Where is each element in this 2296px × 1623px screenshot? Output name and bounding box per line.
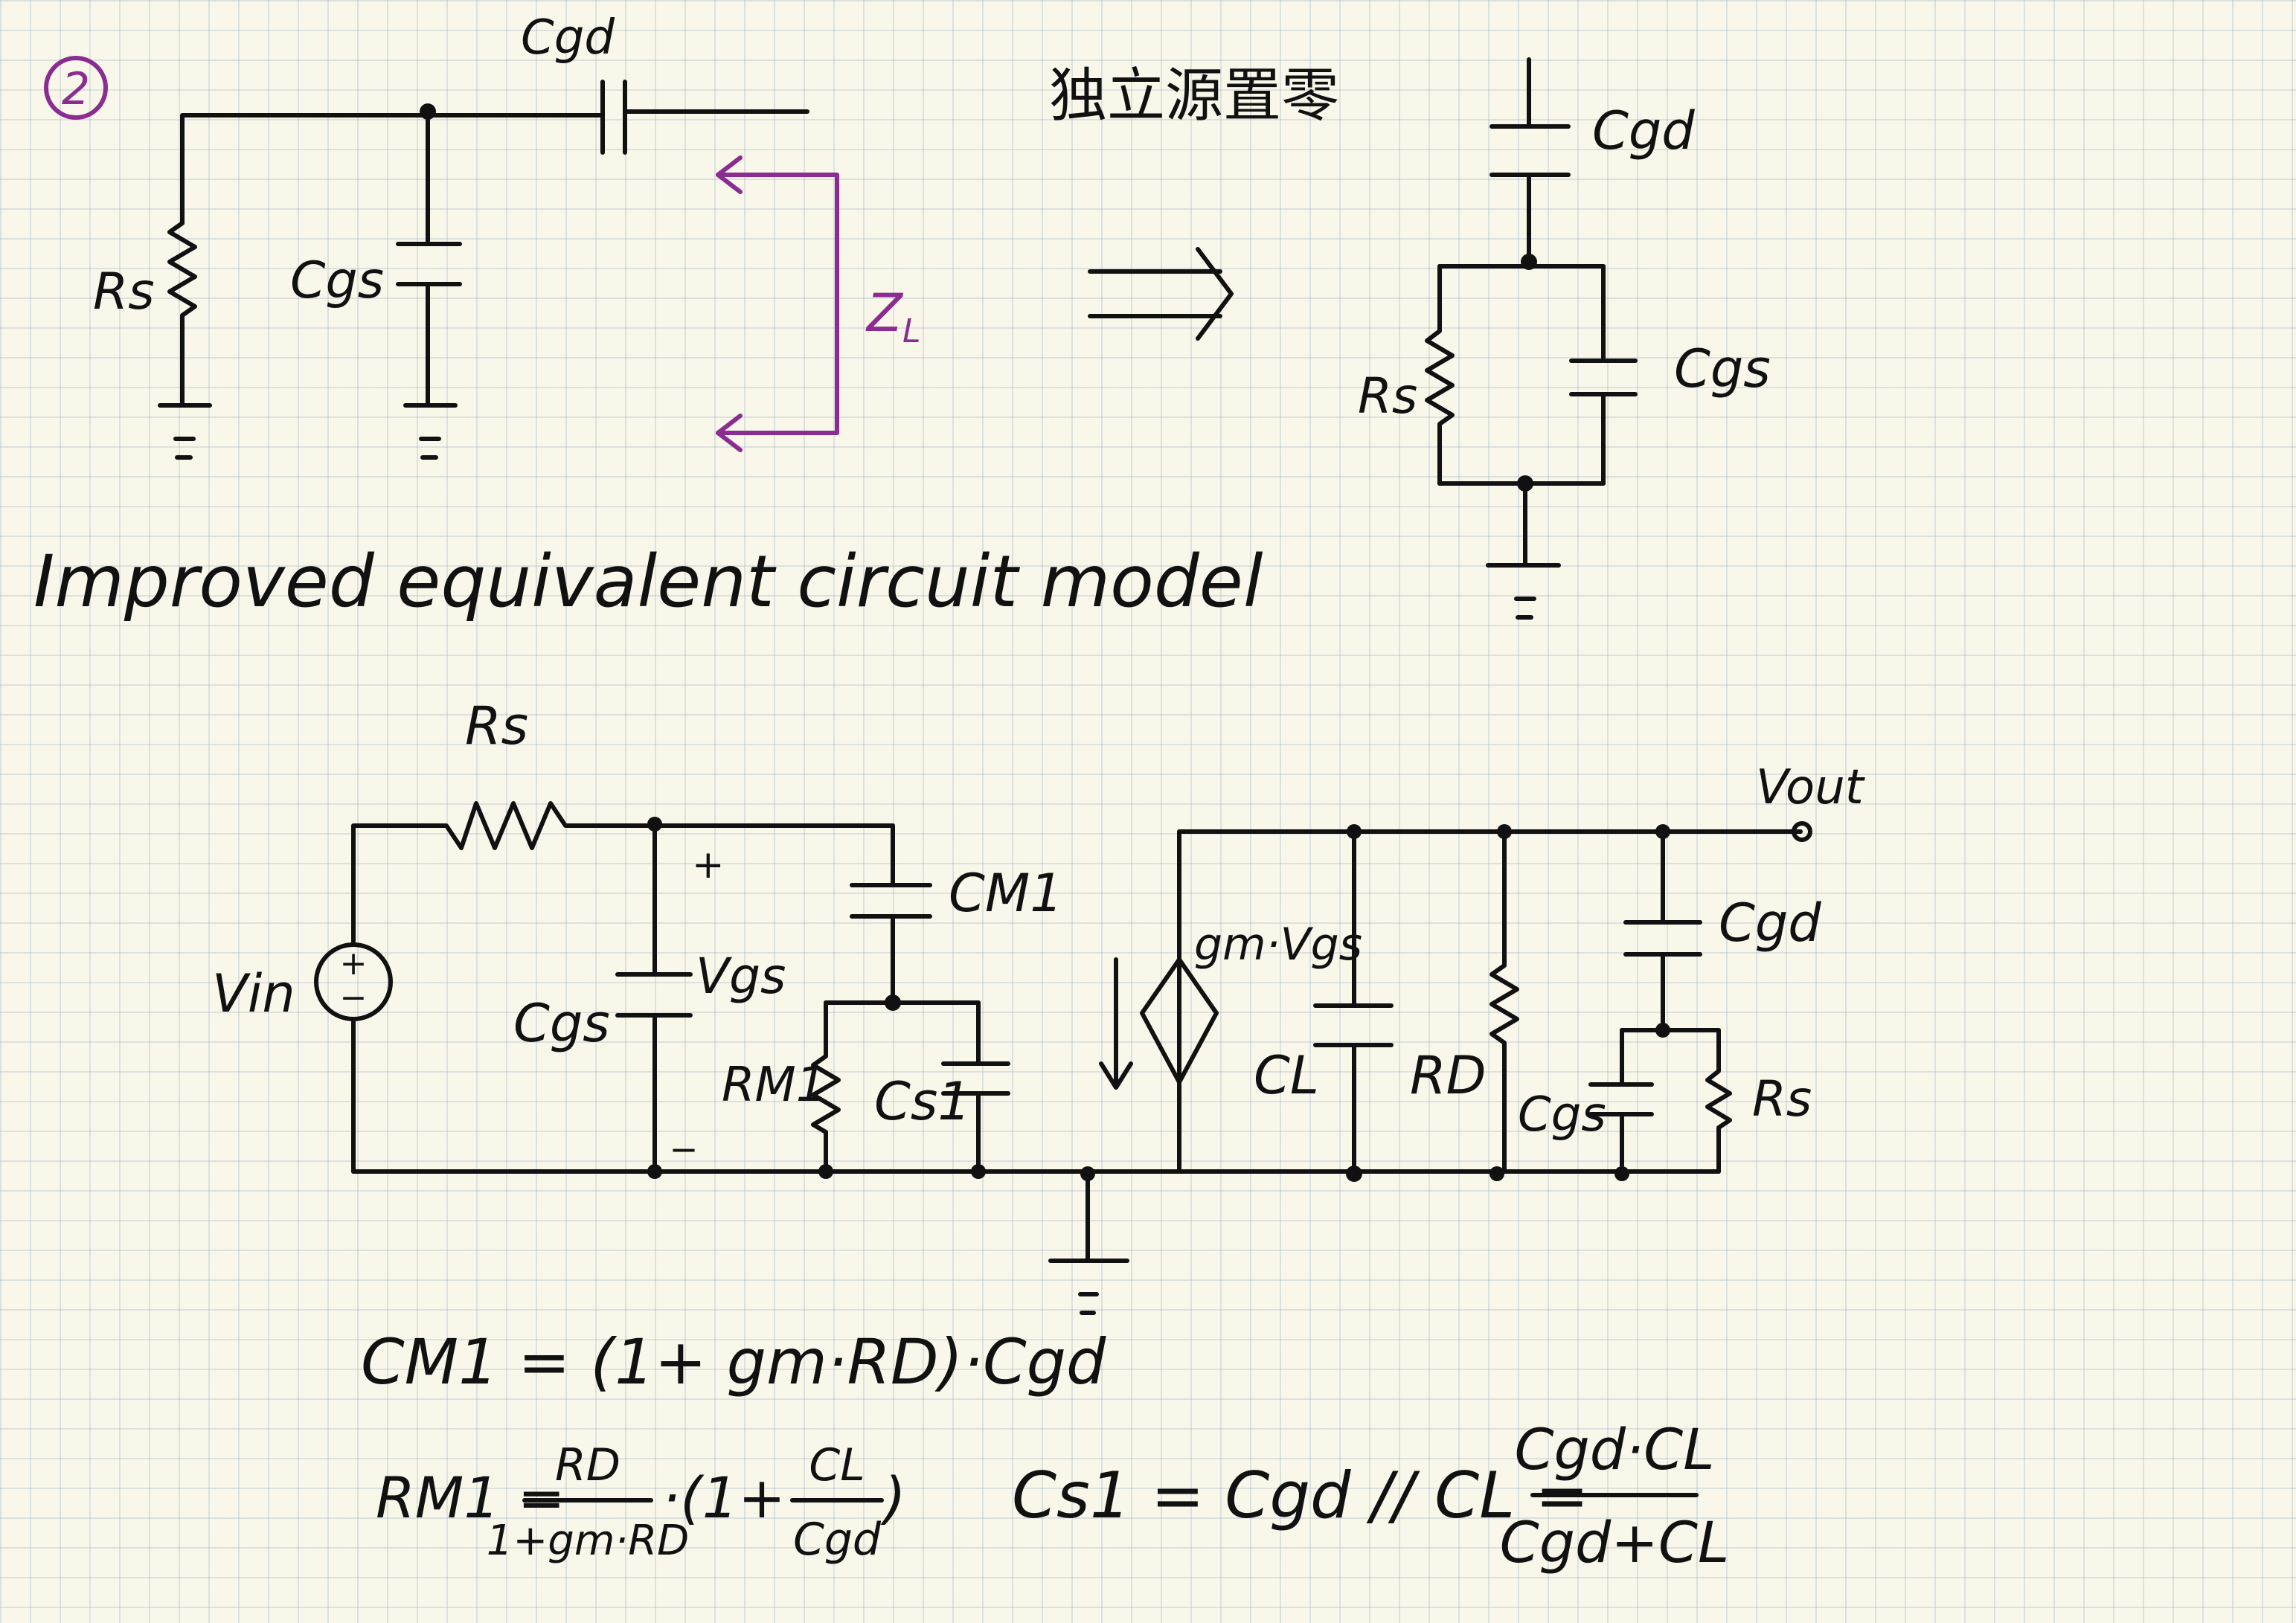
zero-independent-source-note: 独立源置零 [1049,62,1339,129]
source-minus: − [340,979,368,1017]
step-marker: 2 [44,56,108,120]
junction-dot [420,103,436,120]
top-left-wire [180,113,605,225]
equation-rm1-tail-open: ·(1+ [662,1465,786,1531]
equation-rm1-denominator: 1+gm·RD [487,1517,689,1565]
junction-dot [1346,1166,1362,1182]
impedance-bracket [716,173,839,435]
impedance-label: ZL [865,283,920,350]
cgd-capacitor [600,80,809,155]
rs-label: Rs [1358,367,1417,425]
rs-resistor [351,801,657,947]
ground-symbol [1486,481,1561,620]
equation-cs1-lhs: Cs1 = Cgd // CL = [1012,1459,1589,1533]
top-right-circuit: Cgd Rs Cgs [1358,57,1771,620]
arrow-head [716,414,743,452]
main-equivalent-circuit: Rs + − Vin Cgs Vgs + _ CM1 RM1 Cs1 [212,695,1866,1315]
cgs-capacitor [615,823,693,1174]
vgs-plus: + [692,843,725,887]
cgd-output-capacitor [1623,829,1702,1032]
equation-rm1-tail-close: ) [880,1465,906,1531]
vgs-label: Vgs [696,948,786,1005]
equation-cs1-denominator: Cgd+CL [1500,1509,1730,1575]
output-node-wire [1177,829,1803,1174]
rs-resistor [167,221,197,408]
cgs-label: Cgs [1674,338,1771,399]
cm1-capacitor [850,823,932,1005]
cgd-label: Cgd [1592,100,1695,161]
ground-symbol [403,403,458,460]
rm1-resistor [811,1000,841,1174]
equation-cs1-numerator: Cgd·CL [1514,1416,1714,1482]
junction-dot [647,1164,662,1179]
cs1-capacitor [941,1000,1010,1174]
dependent-current-source [1140,957,1219,1084]
vgs-minus: _ [673,1104,695,1152]
rs-label: Rs [465,695,528,756]
vout-terminal [1792,821,1812,842]
cgs-output-capacitor [1588,1028,1654,1174]
gm-vgs-label: gm·Vgs [1194,919,1362,971]
implies-arrow [1088,247,1234,341]
rm1-label: RM1 [722,1058,826,1113]
arrow-head [716,155,743,194]
junction-dot [1614,1166,1629,1181]
rs-output-resistor [1705,1028,1732,1174]
ground-symbol [1048,1172,1129,1315]
vout-label: Vout [1756,760,1866,815]
equation-rm1-fraction-denominator: Cgd [793,1514,882,1566]
cl-capacitor [1313,829,1394,1174]
current-direction-arrow [1099,957,1133,1090]
junction-dot [971,1164,986,1179]
cgs-label: Cgs [513,993,610,1054]
equation-rm1-fraction-numerator: CL [809,1439,865,1491]
cgd-capacitor [1489,57,1571,264]
source-plus: + [340,945,368,983]
ground-symbol [158,403,212,460]
rs-resistor [1425,264,1455,486]
top-left-circuit: Cgd Rs Cgs ZL [93,10,920,460]
rd-label: RD [1410,1045,1487,1106]
cgs-output-label: Cgs [1518,1087,1606,1142]
section-title: Improved equivalent circuit model [33,540,1263,623]
junction-dot [818,1164,833,1179]
cgd-output-label: Cgd [1719,893,1821,954]
equations: CM1 = (1+ gm·RD)·Cgd RM1 = RD 1+gm·RD ·(… [361,1325,1729,1575]
cgs-capacitor [396,113,462,408]
equation-rm1-lhs: RM1 = [376,1465,565,1531]
rs-label: Rs [93,263,155,321]
step-number: 2 [62,63,90,115]
rs-output-label: Rs [1752,1070,1812,1128]
cl-label: CL [1254,1045,1319,1106]
cgd-label: Cgd [521,10,615,65]
cgs-capacitor [1569,264,1638,486]
equation-cm1: CM1 = (1+ gm·RD)·Cgd [361,1325,1106,1398]
cs1-label: Cs1 [874,1071,971,1132]
cm1-label: CM1 [949,863,1063,924]
equation-rm1-numerator: RD [555,1439,621,1491]
vin-label: Vin [212,963,295,1024]
cgs-label: Cgs [290,251,384,310]
junction-dot [1489,1166,1504,1181]
rd-resistor [1489,829,1519,1174]
